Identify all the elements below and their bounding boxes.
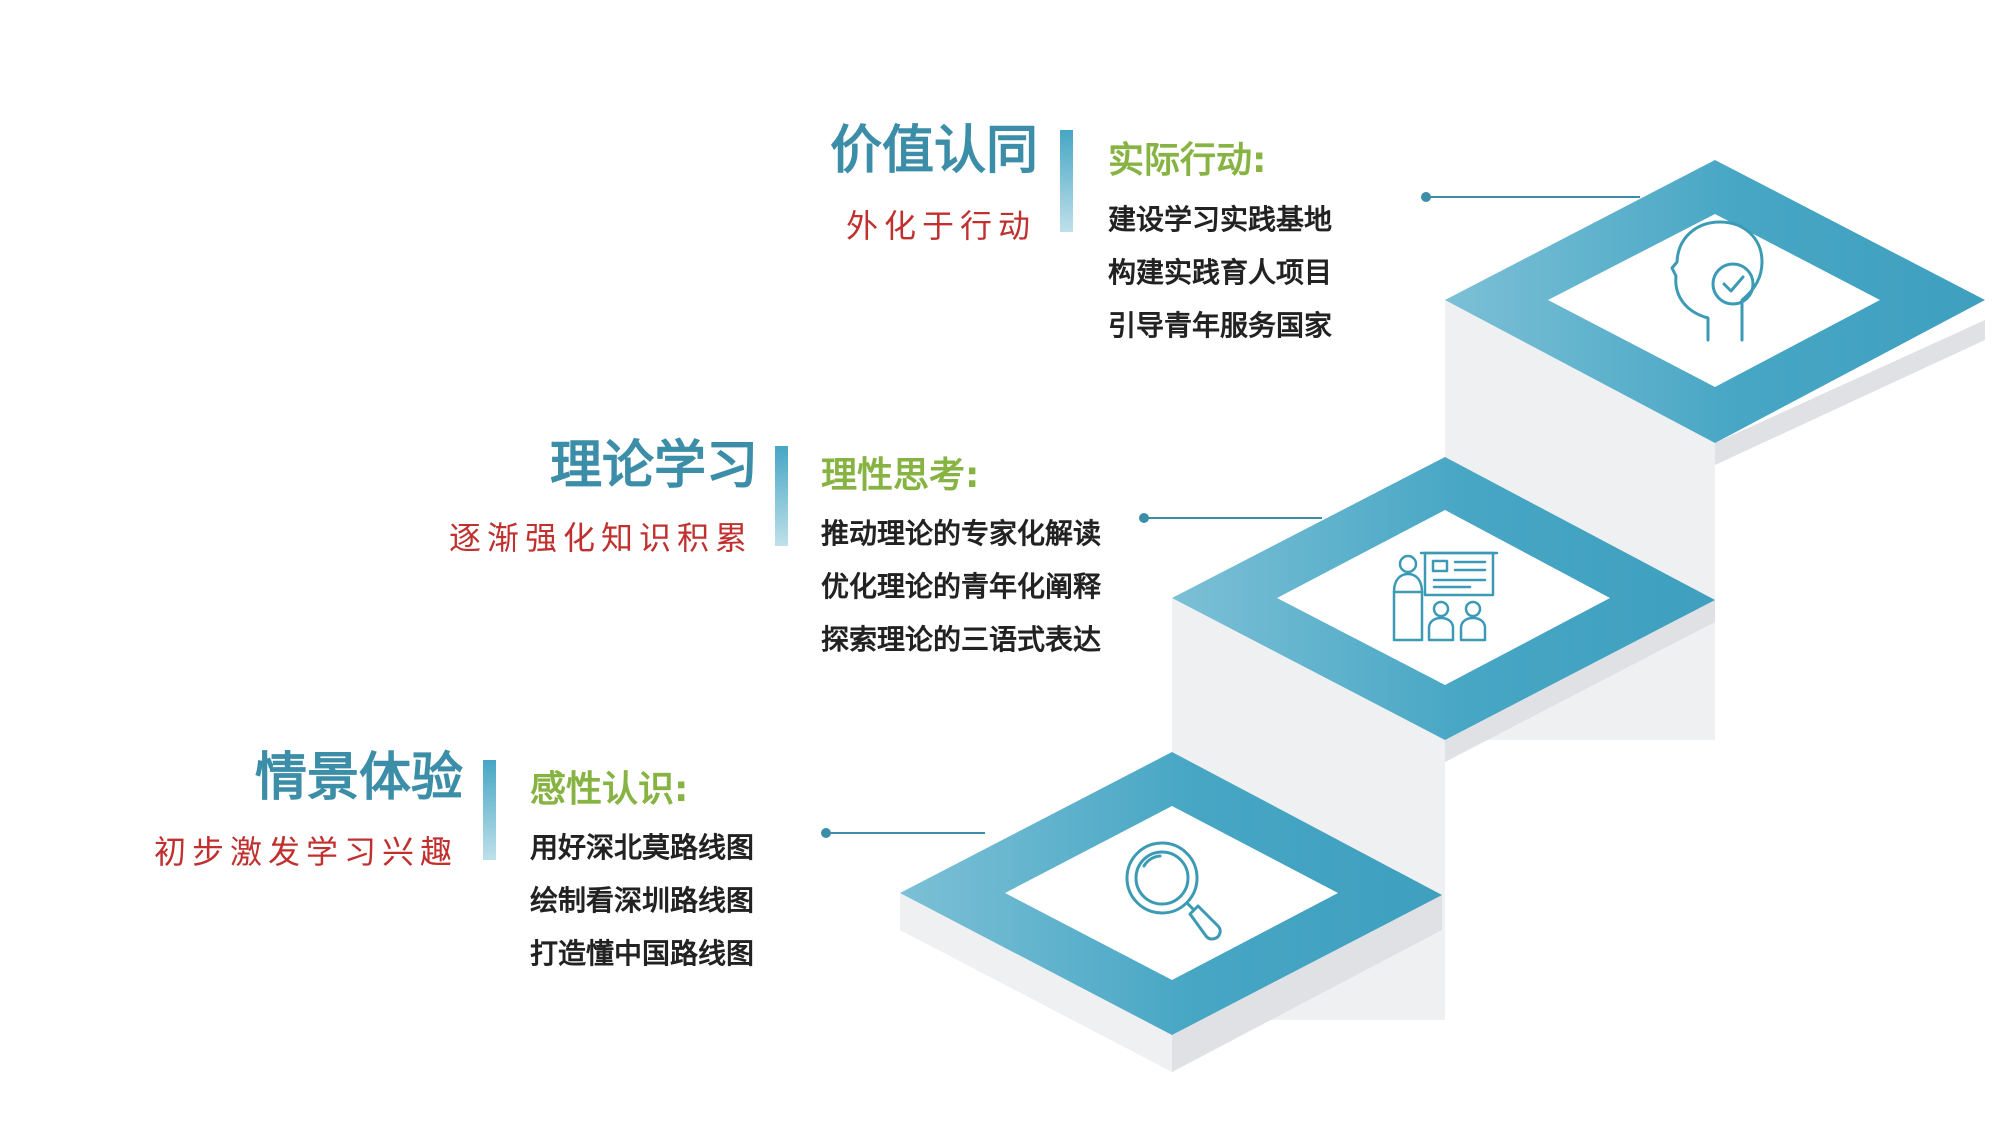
step-bottom-tile <box>1005 806 1338 980</box>
step-middle-riser-right <box>1445 600 1715 762</box>
step2-item-1: 推动理论的专家化解读 <box>821 517 1102 550</box>
step3-item-2: 绘制看深圳路线图 <box>530 884 755 917</box>
step3-item-1: 用好深北莫路线图 <box>530 831 755 864</box>
connector-top <box>1421 192 1640 202</box>
step-bottom-riser-right <box>1172 895 1442 1072</box>
step2-item-2: 优化理论的青年化阐释 <box>821 570 1102 603</box>
step2-heading: 理性思考: <box>821 455 980 496</box>
magnifier-icon <box>1125 841 1222 941</box>
connector-middle <box>1139 513 1322 523</box>
step3-item-3: 打造懂中国路线图 <box>530 937 755 970</box>
head-check-icon <box>1670 220 1764 342</box>
step1-item-1: 建设学习实践基地 <box>1108 203 1333 236</box>
lecture-icon <box>1392 551 1499 642</box>
step-bottom <box>900 752 1442 1072</box>
accent-bar-step3 <box>483 760 496 860</box>
step2-subtitle: 逐渐强化知识积累 <box>448 519 753 557</box>
step-top-riser-right <box>1715 320 1985 465</box>
step3-heading: 感性认识: <box>530 769 689 810</box>
step1-subtitle: 外化于行动 <box>845 207 1036 245</box>
step1-item-3: 引导青年服务国家 <box>1108 309 1333 342</box>
step2-title: 理论学习 <box>549 436 758 496</box>
step1-item-2: 构建实践育人项目 <box>1108 256 1333 289</box>
step3-title: 情景体验 <box>254 748 463 808</box>
connector-bottom <box>821 828 985 838</box>
step2-item-3: 探索理论的三语式表达 <box>821 623 1102 656</box>
step-top-tile <box>1548 214 1880 387</box>
accent-bar-step1 <box>1060 130 1073 232</box>
accent-bar-step2 <box>775 446 788 546</box>
step-middle-tile <box>1277 510 1610 685</box>
step1-heading: 实际行动: <box>1108 140 1267 181</box>
step1-title: 价值认同 <box>829 121 1038 181</box>
step3-subtitle: 初步激发学习兴趣 <box>153 833 458 871</box>
step-bottom-riser-left <box>900 893 1172 1072</box>
